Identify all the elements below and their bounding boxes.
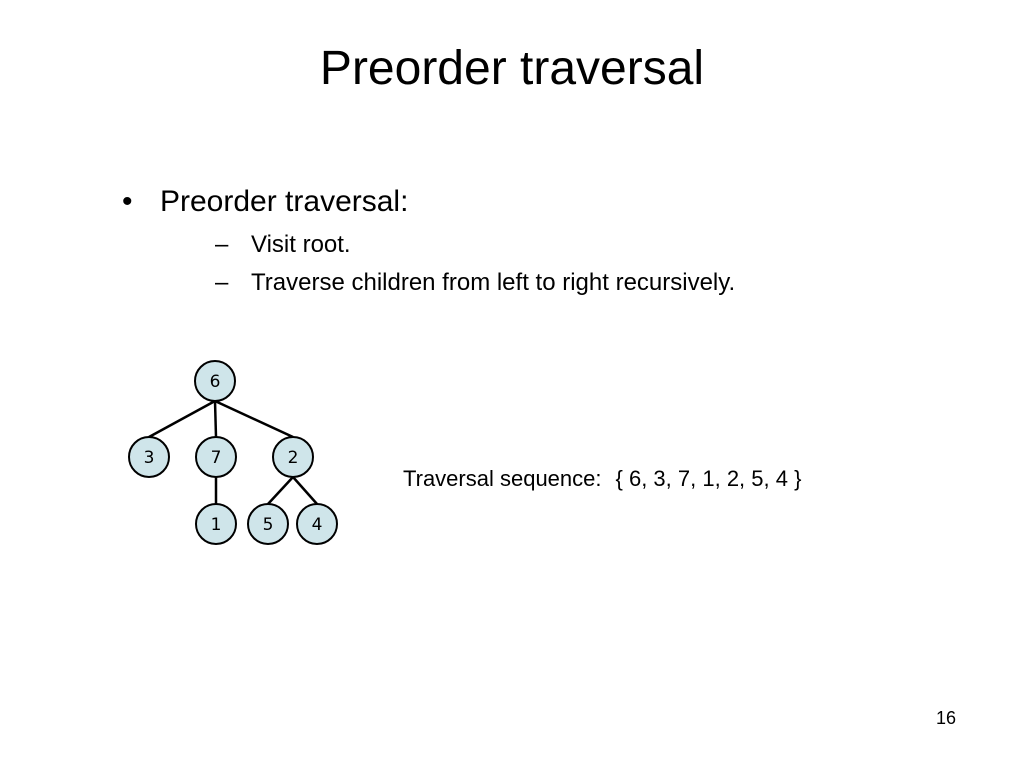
dash-marker: – (215, 269, 229, 296)
tree-node-1: 1 (195, 503, 237, 545)
tree-node-label: 3 (144, 448, 155, 468)
tree-node-label: 7 (211, 448, 222, 468)
tree-node-2: 2 (272, 436, 314, 478)
page-number: 16 (936, 708, 957, 728)
tree-node-circle (272, 436, 314, 478)
tree-node-label: 1 (211, 515, 222, 535)
tree-edge-2-4 (292, 476, 318, 505)
tree-node-6: 6 (194, 360, 236, 402)
tree-node-label: 6 (210, 372, 221, 392)
tree-node-3: 3 (128, 436, 170, 478)
tree-edge-2-5 (267, 476, 294, 505)
tree-node-circle (195, 436, 237, 478)
slide-title: Preorder traversal (319, 42, 705, 95)
tree-node-5: 5 (247, 503, 289, 545)
tree-node-label: 5 (263, 515, 274, 535)
sub-bullet-label: Visit root. (251, 231, 351, 258)
dash-marker: – (215, 231, 229, 258)
traversal-sequence: Traversal sequence: { 6, 3, 7, 1, 2, 5, 4… (403, 464, 801, 494)
sub-bullet-list: – Visit root. – Traverse children from l… (215, 226, 735, 302)
bullet-item: • Preorder traversal: (122, 184, 408, 220)
bullet-label: Preorder traversal: (160, 185, 409, 218)
tree-edge-6-7 (213, 400, 218, 438)
sub-bullet-item: – Visit root. (215, 226, 735, 264)
tree-node-label: 2 (288, 448, 299, 468)
traversal-sequence-value: { 6, 3, 7, 1, 2, 5, 4 } (615, 466, 802, 491)
tree-node-4: 4 (296, 503, 338, 545)
tree-node-circle (195, 503, 237, 545)
tree-node-circle (296, 503, 338, 545)
bullet-list: • Preorder traversal: (122, 184, 408, 220)
tree-node-label: 4 (312, 515, 323, 535)
bullet-marker: • (122, 185, 133, 218)
sub-bullet-item: – Traverse children from left to right r… (215, 264, 735, 302)
tree-edge-6-3 (148, 399, 216, 439)
tree-node-circle (128, 436, 170, 478)
sub-bullet-label: Traverse children from left to right rec… (251, 269, 736, 296)
tree-node-circle (194, 360, 236, 402)
tree-edge-6-2 (214, 399, 294, 439)
tree-node-7: 7 (195, 436, 237, 478)
tree-edges (148, 399, 318, 505)
tree-node-circle (247, 503, 289, 545)
traversal-sequence-label: Traversal sequence: (403, 466, 602, 491)
